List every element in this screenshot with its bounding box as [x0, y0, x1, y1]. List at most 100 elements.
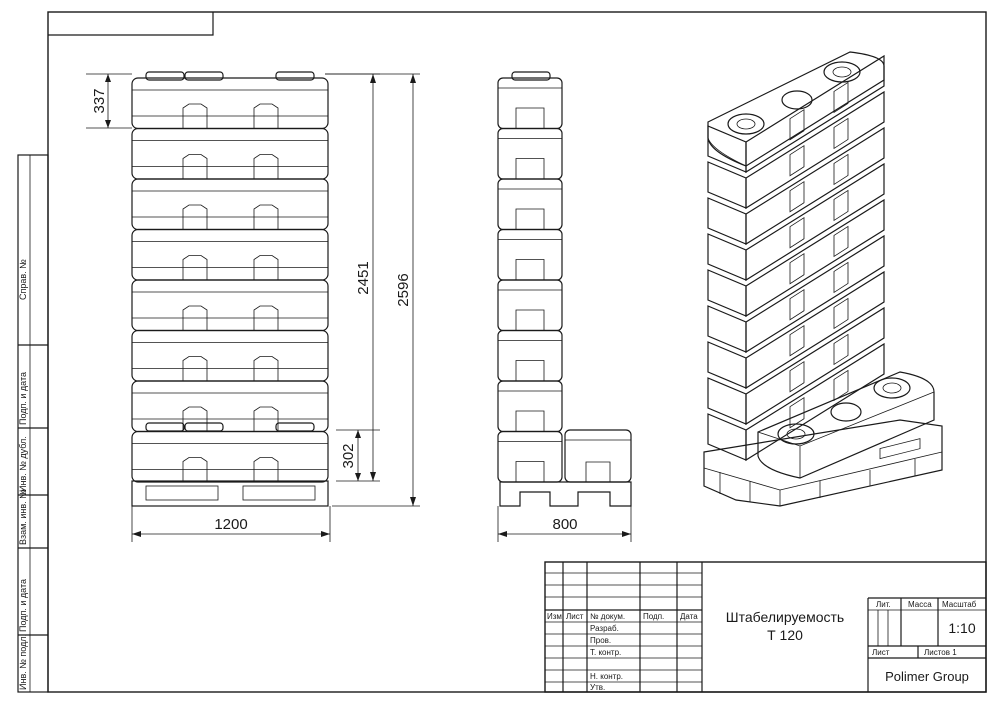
front-tank-recess: [253, 356, 279, 381]
iso-tank-recess: [833, 225, 849, 258]
iso-top-tank: [707, 51, 885, 167]
col-header-doc-no: № докум.: [590, 612, 625, 621]
front-bottom-cap: [275, 422, 315, 432]
iso-tank-right-face: [745, 198, 885, 318]
front-top-cap: [275, 71, 315, 81]
dimension-values: 337 302 2451 2596 1200 800: [91, 88, 578, 533]
drawing-subtitle: Т 120: [767, 627, 803, 643]
iso-tank-recess: [789, 396, 805, 429]
iso-tank-left-face: [707, 161, 747, 209]
iso-tank-recess: [833, 153, 849, 186]
iso-tank-left-face: [707, 341, 747, 389]
role-approved: Утв.: [590, 683, 605, 692]
side-tank-outline: [497, 178, 563, 231]
sheet-label: Лист: [872, 648, 890, 657]
front-top-cap: [184, 71, 224, 81]
iso-tank-right-face: [745, 270, 885, 390]
dim-bottom-tank-height: 302: [340, 443, 357, 468]
margin-label-reference-no: Справ. №: [18, 259, 28, 300]
front-bottom-cap: [145, 422, 185, 432]
iso-tank-right-face: [745, 234, 885, 354]
side-tank-recess: [515, 461, 545, 482]
dimension-lines: [86, 73, 632, 542]
front-view-tanks: [131, 71, 329, 483]
front-tank-recess: [182, 305, 208, 331]
title-block-main-text: Штабелируемость Т 120 1:10 Polimer Group: [726, 609, 976, 684]
col-header-change: Изм.: [547, 612, 564, 621]
side-top-cap: [511, 71, 551, 81]
iso-tank-recess: [789, 216, 805, 249]
iso-tank-recess: [833, 117, 849, 150]
iso-tank-recess: [833, 189, 849, 222]
front-tank-recess: [182, 356, 208, 381]
side-tank-recess: [515, 158, 545, 179]
iso-tank-left-face: [707, 413, 747, 461]
front-tank-outline: [131, 329, 329, 382]
front-tank-recess: [182, 154, 208, 179]
role-tech-control: Т. контр.: [590, 648, 621, 657]
side-tank-outline: [497, 430, 563, 483]
margin-label-sign-date-2: Подп. и дата: [18, 579, 28, 632]
side-tank-recess: [515, 309, 545, 331]
iso-tank-left-face: [707, 197, 747, 245]
iso-tank-recess: [789, 144, 805, 177]
drawing-title: Штабелируемость: [726, 609, 844, 625]
front-tank-outline: [131, 279, 329, 332]
iso-tank-right-face: [745, 162, 885, 282]
dim-front-width: 1200: [214, 516, 247, 533]
front-tank-recess: [253, 103, 279, 129]
front-tank-recess: [253, 204, 279, 230]
side-tank-recess: [515, 208, 545, 230]
side-tank-outline: [497, 329, 563, 382]
front-tank-recess: [253, 305, 279, 331]
side-tank-outline: [497, 77, 563, 130]
front-tank-recess: [182, 255, 208, 280]
col-header-signature: Подп.: [643, 612, 664, 621]
side-tank-outline: [497, 380, 563, 433]
iso-tank-left-face: [707, 125, 747, 173]
front-view: [131, 71, 329, 507]
front-tank-recess: [253, 457, 279, 482]
side-tank-outline: [497, 127, 563, 180]
iso-tank-recess: [789, 288, 805, 321]
iso-pallet: [703, 419, 943, 507]
front-bottom-cap: [184, 422, 224, 432]
side-tank-recess: [515, 360, 545, 381]
margin-label-sign-date-1: Подп. и дата: [18, 372, 28, 425]
dim-total-height: 2596: [395, 273, 412, 306]
iso-tank-right-face: [745, 342, 885, 462]
isometric-view: [703, 51, 943, 507]
iso-tank-recess: [789, 324, 805, 357]
role-checked: Пров.: [590, 636, 611, 645]
iso-tank-left-face: [707, 233, 747, 281]
margin-label-duplicate-no: Инв. № дубл.: [18, 436, 28, 492]
front-tank-recess: [253, 406, 279, 432]
side-tank-outline: [497, 228, 563, 281]
iso-tank-recess: [789, 108, 805, 141]
dim-top-tank-height: 337: [91, 88, 108, 113]
iso-tank-left-face: [707, 377, 747, 425]
front-tank-outline: [131, 430, 329, 483]
role-norm-control: Н. контр.: [590, 672, 623, 681]
side-view-tanks: [497, 71, 563, 483]
side-extra-tank: [564, 429, 632, 483]
dim-stack-height: 2451: [355, 261, 372, 294]
iso-tank-right-face: [745, 90, 885, 210]
iso-tank-left-face: [707, 305, 747, 353]
front-tank-outline: [131, 380, 329, 433]
iso-tank-recess: [833, 333, 849, 366]
front-tank-outline: [131, 228, 329, 281]
iso-tank-stack: [707, 54, 885, 462]
iso-tank-recess: [833, 297, 849, 330]
iso-tank-right-face: [745, 126, 885, 246]
col-header-date: Дата: [680, 612, 698, 621]
side-tank-recess: [515, 107, 545, 129]
iso-tank-recess: [789, 180, 805, 213]
iso-tank-right-face: [745, 306, 885, 426]
side-pallet: [499, 481, 632, 507]
role-developed: Разраб.: [590, 624, 619, 633]
iso-tank-right-face: [745, 54, 885, 174]
front-top-cap: [145, 71, 185, 81]
col-header-sheet: Лист: [566, 612, 584, 621]
